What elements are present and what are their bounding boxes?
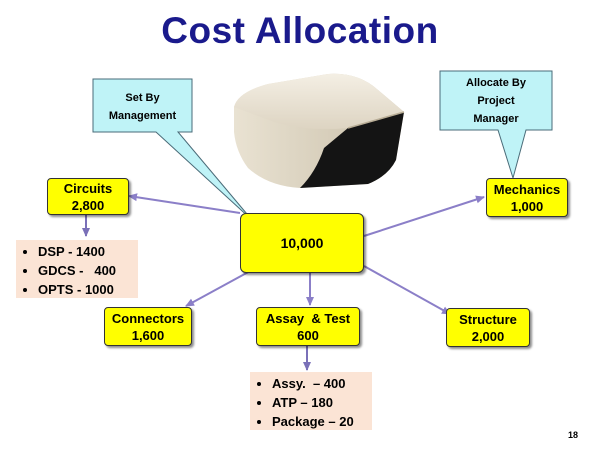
node-mechanics: Mechanics 1,000	[486, 178, 568, 217]
node-mechanics-label: Mechanics	[493, 181, 561, 197]
node-circuits: Circuits 2,800	[47, 178, 129, 215]
node-circuits-value: 2,800	[71, 197, 105, 213]
callout-management-line1: Set By	[125, 92, 160, 104]
callout-pm-line1: Allocate By	[466, 77, 526, 89]
assay-breakdown-list: Assy. – 400 ATP – 180 Package – 20	[250, 372, 372, 430]
list-item: OPTS - 1000	[38, 280, 132, 299]
arrow-to-circuits	[128, 193, 241, 214]
arrow-to-mechanics	[363, 195, 485, 237]
node-structure: Structure 2,000	[446, 308, 530, 347]
node-circuits-label: Circuits	[63, 180, 113, 196]
node-assay-value: 600	[297, 327, 319, 343]
callout-management-line2: Management	[108, 110, 177, 122]
arrow-to-structure	[363, 265, 451, 315]
node-connectors-value: 1,600	[131, 327, 165, 343]
callout-management-shape	[92, 78, 253, 221]
page-title: Cost Allocation	[161, 10, 439, 51]
list-item: Package – 20	[272, 412, 366, 431]
node-structure-value: 2,000	[471, 328, 505, 344]
node-structure-label: Structure	[459, 311, 517, 327]
node-connectors-label: Connectors	[111, 310, 185, 326]
callout-project-manager-shape	[439, 70, 553, 180]
node-assay-label: Assay & Test	[265, 310, 351, 326]
callout-pm-line3: Manager	[473, 113, 519, 125]
enclosure-image	[234, 73, 405, 188]
list-item: Assy. – 400	[272, 374, 366, 393]
callout-project-manager: Allocate By Project Manager	[440, 74, 552, 128]
list-item: DSP - 1400	[38, 242, 132, 261]
node-mechanics-value: 1,000	[510, 198, 544, 214]
callout-pm-line2: Project	[477, 95, 515, 107]
node-center: 10,000	[240, 213, 364, 273]
list-item: GDCS - 400	[38, 261, 132, 280]
circuits-breakdown-list: DSP - 1400 GDCS - 400 OPTS - 1000	[16, 240, 138, 298]
node-center-value: 10,000	[280, 234, 324, 251]
node-connectors: Connectors 1,600	[104, 307, 192, 346]
node-assay-test: Assay & Test 600	[256, 307, 360, 346]
arrow-to-connectors	[185, 269, 253, 307]
list-item: ATP – 180	[272, 393, 366, 412]
page-number: 18	[567, 430, 578, 440]
callout-management: Set By Management	[93, 89, 192, 125]
